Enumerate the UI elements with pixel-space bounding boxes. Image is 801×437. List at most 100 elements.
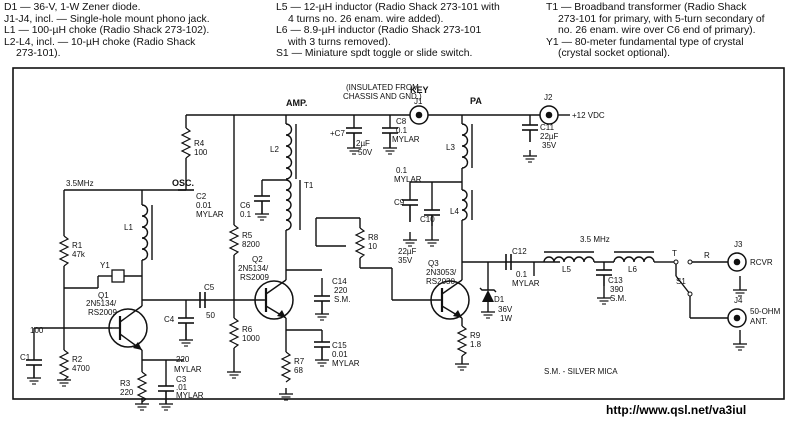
q2-label: Q2 (252, 255, 263, 264)
r7-label: R7 (294, 357, 305, 366)
j4-antenna-jack (727, 308, 747, 328)
c6-value: 0.1 (240, 210, 252, 219)
j4-label: J4 (734, 296, 743, 305)
r6-label: R6 (242, 325, 253, 334)
c6-label: C6 (240, 201, 251, 210)
rcvr-label: RCVR (750, 258, 773, 267)
part-l6: L6 — 8.9-µH inductor (Radio Shack 273-10… (276, 25, 482, 37)
c12-label: C12 (512, 247, 527, 256)
q2-transistor (254, 279, 294, 320)
c5-value: 50 (206, 311, 215, 320)
c10-label: C10 (420, 215, 435, 224)
c13-value-2: S.M. (610, 294, 626, 303)
j2-power-jack (539, 105, 559, 125)
r4-resistor (181, 127, 191, 159)
q3-part-2: RS2030 (426, 277, 455, 286)
r7-resistor (281, 351, 291, 383)
c3-value-2: MYLAR (176, 391, 204, 400)
c5-label: C5 (204, 283, 215, 292)
l6-coil (613, 256, 655, 263)
part-y1: Y1 — 80-meter fundamental type of crysta… (546, 36, 744, 48)
r5-value: 8200 (242, 240, 260, 249)
l1-coil (141, 204, 149, 261)
r4-value: 100 (194, 148, 208, 157)
r7-value: 68 (294, 366, 303, 375)
r3-label: R3 (120, 379, 131, 388)
c1-value: 100 (30, 326, 44, 335)
r9-label: R9 (470, 331, 481, 340)
y1-label: Y1 (100, 261, 110, 270)
silver-mica-note: S.M. - SILVER MICA (544, 367, 618, 376)
q2-part-1: 2N5134/ (238, 264, 269, 273)
r9-resistor (457, 325, 467, 357)
part-t1: T1 — Broadband transformer (Radio Shack (546, 2, 747, 13)
amp-label: AMP. (286, 98, 307, 108)
q3-part-1: 2N3053/ (426, 268, 457, 277)
c11-value-2: 35V (542, 141, 557, 150)
q3-label: Q3 (428, 259, 439, 268)
c3-label: C3 (176, 375, 187, 384)
q1-part-1: 2N5134/ (86, 299, 117, 308)
r6-value: 1000 (242, 334, 260, 343)
parts-list: D1 — 36-V, 1-W Zener diode. J1-J4, incl.… (0, 0, 801, 66)
part-l5-cont: 4 turns no. 26 enam. wire added). (288, 13, 444, 25)
c16-value-1: 22µF (398, 247, 417, 256)
part-l5: L5 — 12-µH inductor (Radio Shack 273-101… (276, 2, 500, 13)
j1-key-jack (409, 105, 429, 125)
c7-label: +C7 (330, 129, 345, 138)
schematic-frame (12, 67, 785, 400)
q1-part-2: RS2009 (88, 308, 117, 317)
c9-label: C9 (394, 198, 405, 207)
c14-value-2: S.M. (334, 295, 350, 304)
osc-label: OSC. (172, 178, 194, 188)
l4-label: L4 (450, 207, 459, 216)
r8-label: R8 (368, 233, 379, 242)
r3-value: 220 (120, 388, 134, 397)
c15-value-2: MYLAR (332, 359, 360, 368)
freq-out-label: 3.5 MHz (580, 235, 610, 244)
c13-value-1: 390 (610, 285, 624, 294)
j1-label: J1 (414, 97, 423, 106)
r-terminal-label: R (704, 251, 710, 260)
part-s1: S1 — Miniature spdt toggle or slide swit… (276, 48, 473, 60)
part-l2-l4: L2-L4, incl. — 10-µH choke (Radio Shack (4, 36, 196, 48)
d1-value-2: 1W (500, 314, 512, 323)
l1-label: L1 (124, 223, 133, 232)
c7-value-1: 2µF (356, 139, 370, 148)
c2-value-2: MYLAR (196, 210, 224, 219)
l3-label: L3 (446, 143, 455, 152)
j3-receiver-jack (727, 252, 747, 272)
footer-url[interactable]: http://www.qsl.net/va3iul (606, 403, 747, 417)
c7-value-2: 50V (358, 148, 373, 157)
c4-value-1: 220 (176, 355, 190, 364)
r1-resistor (59, 235, 69, 267)
part-t1-cont-1: 273-101 for primary, with 5-turn seconda… (558, 13, 765, 25)
c11-value-1: 22µF (540, 132, 559, 141)
c4-value-2: MYLAR (174, 365, 202, 374)
s1-switch (673, 259, 693, 297)
q2-part-2: RS2009 (240, 273, 269, 282)
y1-crystal (111, 269, 125, 283)
r6-resistor (229, 317, 239, 349)
c12-value-1: 0.1 (516, 270, 528, 279)
c15-label: C15 (332, 341, 347, 350)
l5-label: L5 (562, 265, 571, 274)
c16-value-2: 35V (398, 256, 413, 265)
parts-list-column-2: L5 — 12-µH inductor (Radio Shack 273-101… (276, 2, 500, 60)
l4-coil (461, 189, 468, 221)
freq-in-label: 3.5MHz (66, 179, 94, 188)
r3-resistor (137, 371, 147, 403)
r8-value: 10 (368, 242, 377, 251)
pa-label: PA (470, 96, 482, 106)
q1-transistor (108, 305, 148, 351)
d1-value-1: 36V (498, 305, 513, 314)
r2-value: 4700 (72, 364, 90, 373)
part-l6-cont: with 3 turns removed). (288, 36, 391, 48)
s1-label: S1 (676, 277, 686, 286)
c15-value-1: 0.01 (332, 350, 348, 359)
part-l1: L1 — 100-µH choke (Radio Shack 273-102). (4, 25, 210, 37)
t-terminal-label: T (672, 249, 677, 258)
r4-label: R4 (194, 139, 205, 148)
r9-value: 1.8 (470, 340, 482, 349)
c13-label: C13 (608, 276, 623, 285)
